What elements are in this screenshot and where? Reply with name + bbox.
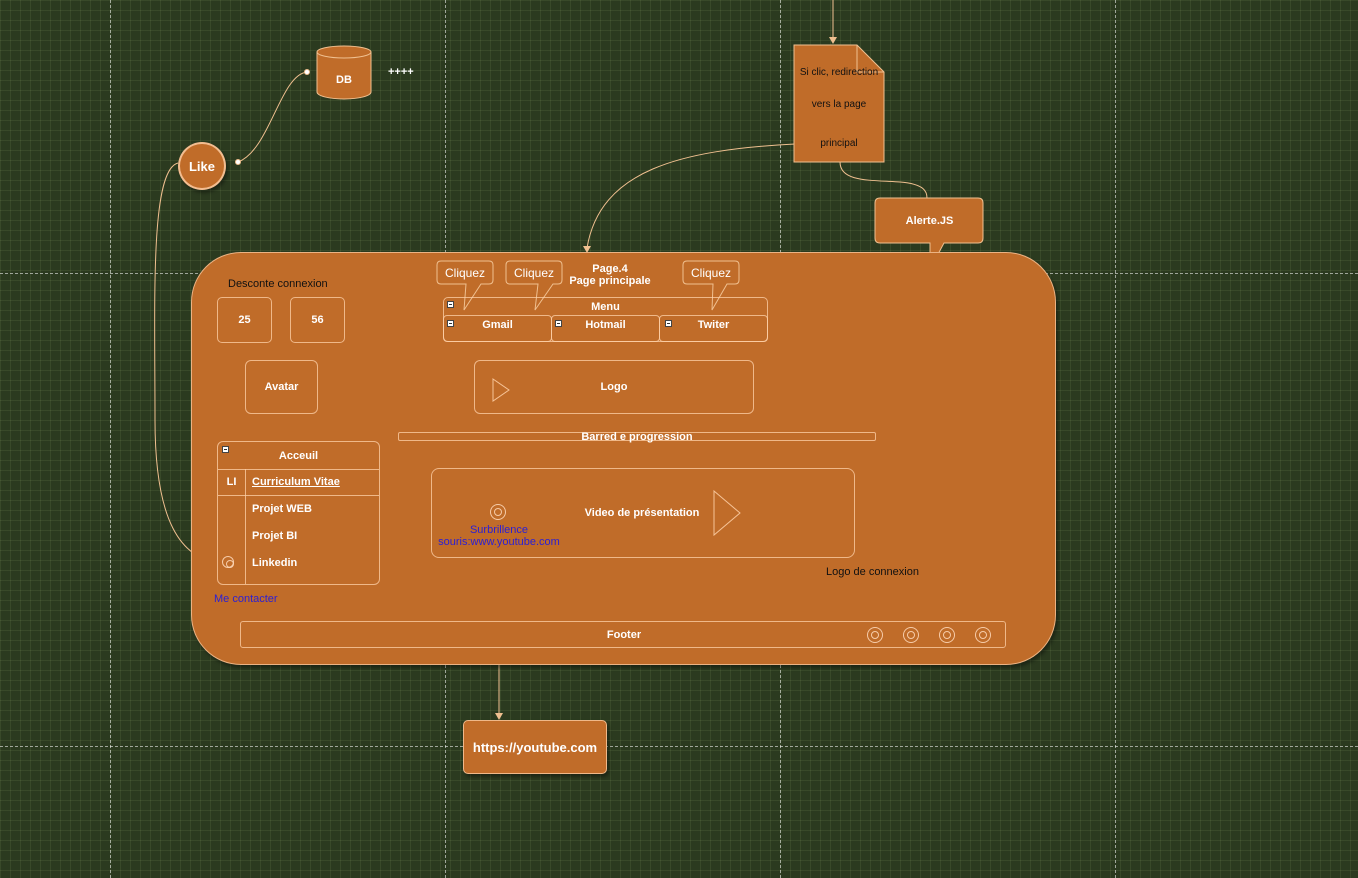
page-title-line-1: Page.4 bbox=[592, 263, 628, 275]
nav-panel: Acceuil LI Curriculum Vitae Projet WEB P… bbox=[217, 441, 380, 585]
video-hover-line-1: Surbrillence bbox=[469, 524, 529, 536]
login-logo-label: Logo de connexion bbox=[826, 566, 919, 578]
collapse-icon[interactable] bbox=[447, 301, 454, 308]
note-shape-icon bbox=[793, 44, 885, 163]
nav-column-divider bbox=[245, 469, 246, 584]
collapse-icon[interactable] bbox=[665, 320, 672, 327]
note-line-2: vers la page bbox=[811, 99, 867, 110]
nav-divider bbox=[218, 469, 379, 470]
footer-label: Footer bbox=[606, 629, 642, 641]
nav-item-linkedin[interactable]: Linkedin bbox=[252, 557, 298, 569]
collapse-icon[interactable] bbox=[447, 320, 454, 327]
youtube-link-node[interactable]: https://youtube.com bbox=[463, 720, 607, 774]
like-node[interactable]: Like bbox=[178, 142, 226, 190]
connector-like-db bbox=[237, 71, 308, 163]
menu-item-gmail-label: Gmail bbox=[482, 319, 513, 331]
connector-note-page bbox=[586, 143, 796, 249]
menu-item-hotmail-label: Hotmail bbox=[585, 319, 626, 331]
connector-note-alert bbox=[839, 161, 928, 199]
contact-link[interactable]: Me contacter bbox=[214, 593, 278, 605]
progress-label: Barred e progression bbox=[581, 431, 693, 443]
social-icon[interactable] bbox=[867, 627, 883, 643]
collapse-icon[interactable] bbox=[555, 320, 562, 327]
countdown-box-a: 25 bbox=[217, 297, 272, 343]
page-title: Page.4 Page principale bbox=[560, 263, 660, 287]
countdown-value-b: 56 bbox=[311, 314, 324, 326]
callout-1[interactable]: Cliquez bbox=[444, 265, 486, 280]
arrow-top-note bbox=[829, 37, 837, 44]
social-icon[interactable] bbox=[903, 627, 919, 643]
note-line-3: principal bbox=[820, 138, 858, 149]
video-title: Video de présentation bbox=[584, 507, 700, 519]
social-icon[interactable] bbox=[975, 627, 991, 643]
nav-item-projet-web[interactable]: Projet WEB bbox=[252, 503, 312, 515]
redirect-note: Si clic, redirection vers la page princi… bbox=[794, 60, 884, 164]
menu-item-twitter[interactable]: Twiter bbox=[659, 315, 768, 342]
progress-bar bbox=[398, 432, 876, 441]
port-db bbox=[304, 69, 310, 75]
db-label: DB bbox=[336, 74, 352, 86]
main-page-frame bbox=[191, 252, 1056, 665]
play-icon bbox=[492, 378, 510, 402]
menu-item-twitter-label: Twiter bbox=[697, 319, 730, 331]
db-cylinder-icon[interactable] bbox=[315, 44, 375, 102]
menu-item-gmail[interactable]: Gmail bbox=[443, 315, 552, 342]
linkedin-port-icon bbox=[222, 556, 234, 568]
logo-box[interactable]: Logo bbox=[474, 360, 754, 414]
collapse-icon[interactable] bbox=[222, 446, 229, 453]
arrow-youtube bbox=[495, 713, 503, 720]
nav-title: Acceuil bbox=[278, 450, 319, 462]
like-label: Like bbox=[188, 158, 215, 174]
nav-divider bbox=[218, 495, 379, 496]
countdown-label: Desconte connexion bbox=[228, 278, 328, 290]
video-hover-line-2: souris:www.youtube.com bbox=[438, 536, 560, 548]
countdown-box-b: 56 bbox=[290, 297, 345, 343]
db-annotation: ++++ bbox=[388, 66, 414, 78]
page-title-line-2: Page principale bbox=[569, 275, 651, 287]
menu-title: Menu bbox=[591, 301, 620, 313]
hover-target-icon bbox=[490, 504, 506, 520]
callout-2[interactable]: Cliquez bbox=[513, 265, 555, 280]
footer: Footer bbox=[240, 621, 1006, 648]
avatar-label: Avatar bbox=[264, 381, 299, 393]
social-icon[interactable] bbox=[939, 627, 955, 643]
logo-label: Logo bbox=[600, 381, 628, 393]
nav-marker: LI bbox=[226, 476, 237, 488]
menu-item-hotmail[interactable]: Hotmail bbox=[551, 315, 660, 342]
nav-item-projet-bi[interactable]: Projet BI bbox=[252, 530, 298, 542]
nav-item-cv[interactable]: Curriculum Vitae bbox=[252, 476, 340, 488]
video-hover-note: Surbrillence souris:www.youtube.com bbox=[430, 524, 568, 548]
callout-3[interactable]: Cliquez bbox=[690, 265, 732, 280]
video-box[interactable]: Video de présentation bbox=[431, 468, 855, 558]
port-like bbox=[235, 159, 241, 165]
youtube-label: https://youtube.com bbox=[472, 739, 598, 755]
play-icon bbox=[713, 489, 741, 537]
avatar[interactable]: Avatar bbox=[245, 360, 318, 414]
alert-label: Alerte.JS bbox=[905, 214, 954, 227]
countdown-value-a: 25 bbox=[238, 314, 251, 326]
note-line-1: Si clic, redirection bbox=[799, 67, 879, 78]
